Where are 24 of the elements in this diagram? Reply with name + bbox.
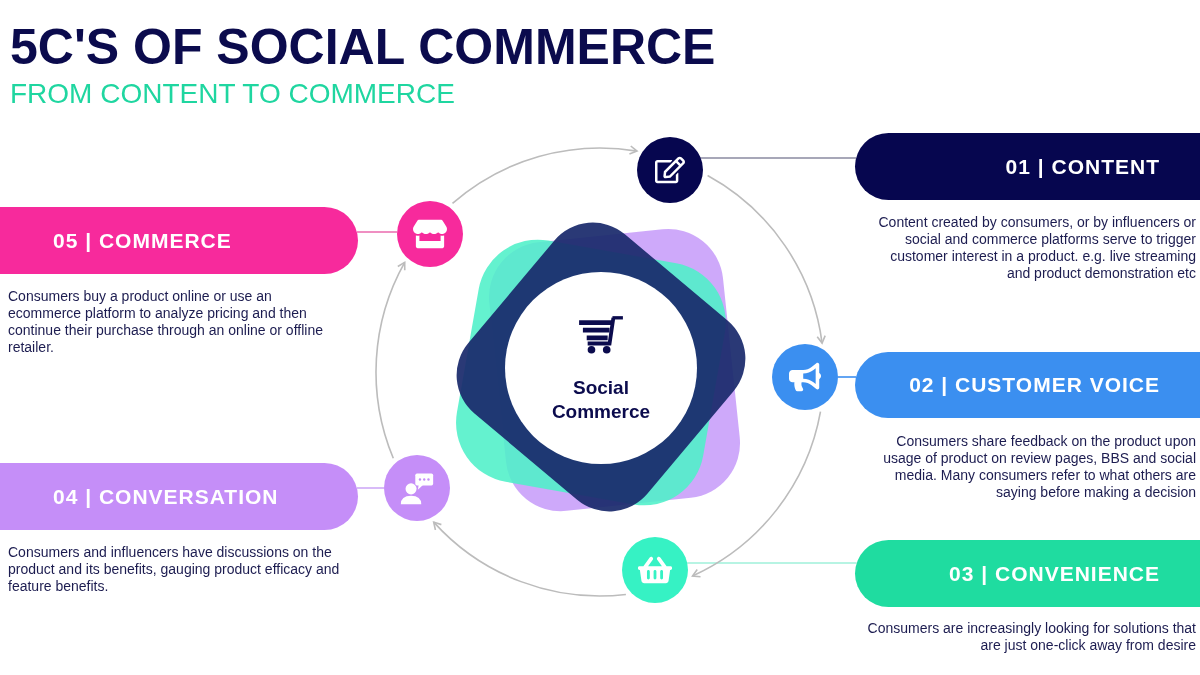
arrow (451, 145, 638, 205)
arrow (432, 521, 627, 597)
heading-banner: 01 | CONTENT (855, 133, 1200, 200)
step-description: Consumers are increasingly looking for solutions that are just one-click away from desire (866, 620, 1196, 654)
subtitle: FROM CONTENT TO COMMERCE (10, 80, 455, 108)
step-description: Consumers share feedback on the product upon usage of product on review pages, BBS and social media. Many consumers refer to what others are saying before making a decision (882, 433, 1196, 501)
connector-line (837, 376, 857, 378)
heading-banner: 02 | CUSTOMER VOICE (855, 352, 1200, 418)
arrow (375, 261, 407, 460)
heading-banner: 04 | CONVERSATION (0, 463, 358, 530)
heading-banner: 03 | CONVENIENCE (855, 540, 1200, 607)
store-icon (397, 201, 463, 267)
connector-line (686, 562, 858, 564)
arrow (691, 410, 822, 578)
connector-line (699, 157, 857, 159)
step-description: Consumers buy a product online or use an ecommerce platform to analyze pricing and then continue their purchase through an online or offline retailer. (8, 288, 324, 356)
title: 5C'S OF SOCIAL COMMERCE (10, 22, 716, 72)
heading-banner: 05 | COMMERCE (0, 207, 358, 274)
connector-line (356, 231, 398, 233)
connector-line (356, 487, 385, 489)
step-description: Content created by consumers, or by influencers or social and commerce platforms serve to trigger customer interest in a product. e.g. live streaming and product demonstration etc (877, 214, 1196, 282)
step-description: Consumers and influencers have discussions on the product and its benefits, gauging product efficacy and feature benefits. (8, 544, 341, 595)
center-label: Social Commerce (550, 376, 652, 424)
arrow (706, 174, 826, 344)
